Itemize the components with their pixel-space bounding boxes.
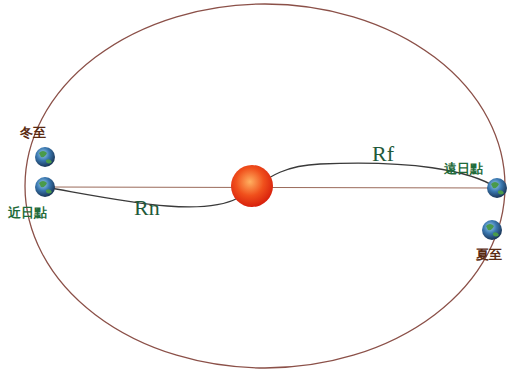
distance-label: Rn [134, 196, 160, 220]
orbit-ellipse [25, 4, 505, 368]
radius-curve [45, 163, 497, 207]
sun [231, 165, 273, 207]
season-label: 冬至 [20, 126, 46, 140]
distance-label: Rf [372, 142, 394, 166]
orbit-point-label: 近日點 [8, 206, 47, 220]
earth-icons [35, 147, 507, 240]
orbit-point-label: 遠日點 [444, 162, 483, 176]
season-label: 夏至 [476, 248, 502, 262]
